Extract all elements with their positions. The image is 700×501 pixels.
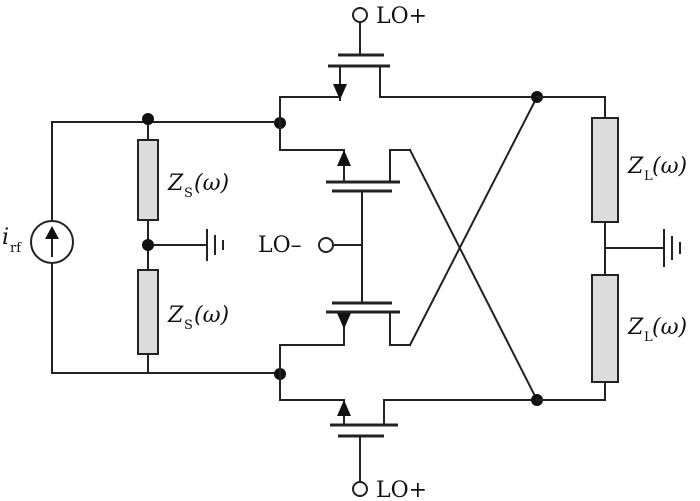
current-source-icon — [30, 220, 74, 264]
lo-plus-bottom-terminal — [352, 481, 368, 497]
zl-bottom-letter: Z — [627, 315, 644, 340]
zs-bottom-sub: S — [184, 318, 193, 333]
lo-minus-label: LO– — [258, 233, 302, 258]
zl-top-resistor — [591, 117, 619, 223]
ground-icon — [206, 229, 224, 261]
zs-top-resistor — [137, 139, 159, 221]
ground-icon — [663, 229, 681, 267]
wire — [279, 344, 345, 375]
transistor-top — [328, 21, 390, 101]
zs-bottom-arg: (ω) — [194, 303, 229, 328]
lo-plus-bottom-label: LO+ — [376, 478, 427, 501]
zs-top-arg: (ω) — [194, 171, 229, 196]
zs-top-label: Z S (ω) — [167, 171, 229, 201]
wire — [279, 96, 341, 124]
source-label-letter: i — [2, 225, 9, 250]
zl-top-arg: (ω) — [652, 154, 687, 179]
load-wires — [536, 96, 663, 401]
wire — [279, 373, 345, 401]
zl-bottom-sub: L — [644, 330, 653, 345]
lo-plus-top-terminal — [352, 7, 368, 23]
source-loop-wires — [51, 118, 279, 374]
zs-bottom-letter: Z — [167, 303, 184, 328]
source-label-sub: rf — [10, 241, 22, 256]
transistor-upper-middle — [326, 149, 400, 193]
wire — [279, 122, 345, 151]
zs-top-letter: Z — [167, 171, 184, 196]
lo-minus-terminal — [318, 237, 334, 253]
zs-bottom-label: Z S (ω) — [167, 303, 229, 333]
lo-plus-top-label: LO+ — [376, 4, 427, 29]
source-label: i rf — [2, 225, 22, 256]
transistor-lower-middle — [326, 301, 400, 346]
junction-dot — [142, 239, 154, 251]
cross-coupling-wires — [408, 95, 539, 402]
zl-top-letter: Z — [627, 154, 644, 179]
transistor-bottom — [330, 399, 398, 483]
zl-top-label: Z L (ω) — [627, 154, 687, 184]
zl-bottom-resistor — [591, 274, 619, 383]
zs-top-sub: S — [184, 186, 193, 201]
zl-bottom-arg: (ω) — [652, 315, 687, 340]
junction-dot — [142, 113, 154, 125]
zs-bottom-resistor — [137, 269, 159, 355]
zl-bottom-label: Z L (ω) — [627, 315, 687, 345]
zl-top-sub: L — [644, 169, 653, 184]
